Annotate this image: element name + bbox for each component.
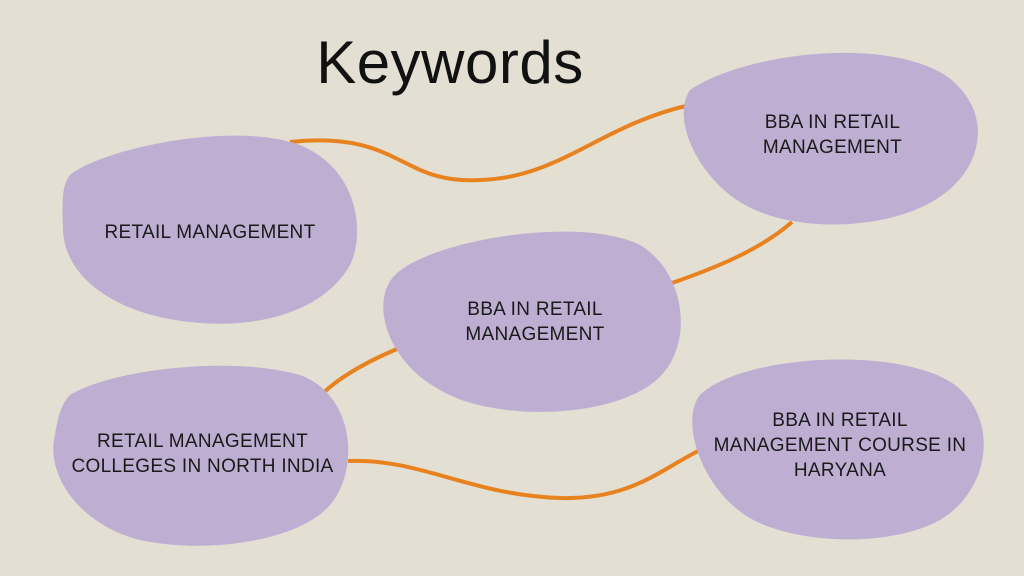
node-label-line: MANAGEMENT COURSE IN: [713, 435, 967, 456]
connector-retail-to-bba-top: [289, 103, 691, 183]
connector-colleges-to-haryana: [347, 448, 701, 501]
node-label-line: HARYANA: [793, 460, 887, 481]
node-label-line: BBA IN RETAIL: [764, 112, 901, 133]
node-bba-haryana: BBA IN RETAIL MANAGEMENT COURSE IN HARYA…: [700, 408, 980, 483]
node-bba-top-right: BBA IN RETAIL MANAGEMENT: [700, 110, 965, 160]
node-retail-management: RETAIL MANAGEMENT: [70, 220, 350, 245]
node-label-line: RETAIL MANAGEMENT: [104, 222, 316, 243]
connector-bba-center-to-colleges: [320, 344, 405, 396]
node-colleges-north-india: RETAIL MANAGEMENT COLLEGES IN NORTH INDI…: [55, 429, 350, 479]
blob-bba-haryana: [692, 359, 984, 540]
blob-bba-center: [383, 231, 681, 412]
connector-bba-top-to-bba-center: [671, 220, 794, 285]
node-label-line: COLLEGES IN NORTH INDIA: [71, 456, 334, 477]
node-bba-center: BBA IN RETAIL MANAGEMENT: [405, 297, 665, 347]
blob-retail-management: [62, 135, 358, 324]
blob-colleges-north-india: [53, 365, 349, 546]
node-label-line: BBA IN RETAIL: [467, 299, 603, 320]
node-label-line: BBA IN RETAIL: [772, 410, 908, 431]
page-title: Keywords: [316, 29, 584, 96]
node-label-line: MANAGEMENT: [762, 137, 903, 158]
node-label-line: MANAGEMENT: [465, 324, 605, 345]
node-label-line: RETAIL MANAGEMENT: [97, 431, 308, 452]
blob-bba-top-right: [683, 52, 978, 225]
